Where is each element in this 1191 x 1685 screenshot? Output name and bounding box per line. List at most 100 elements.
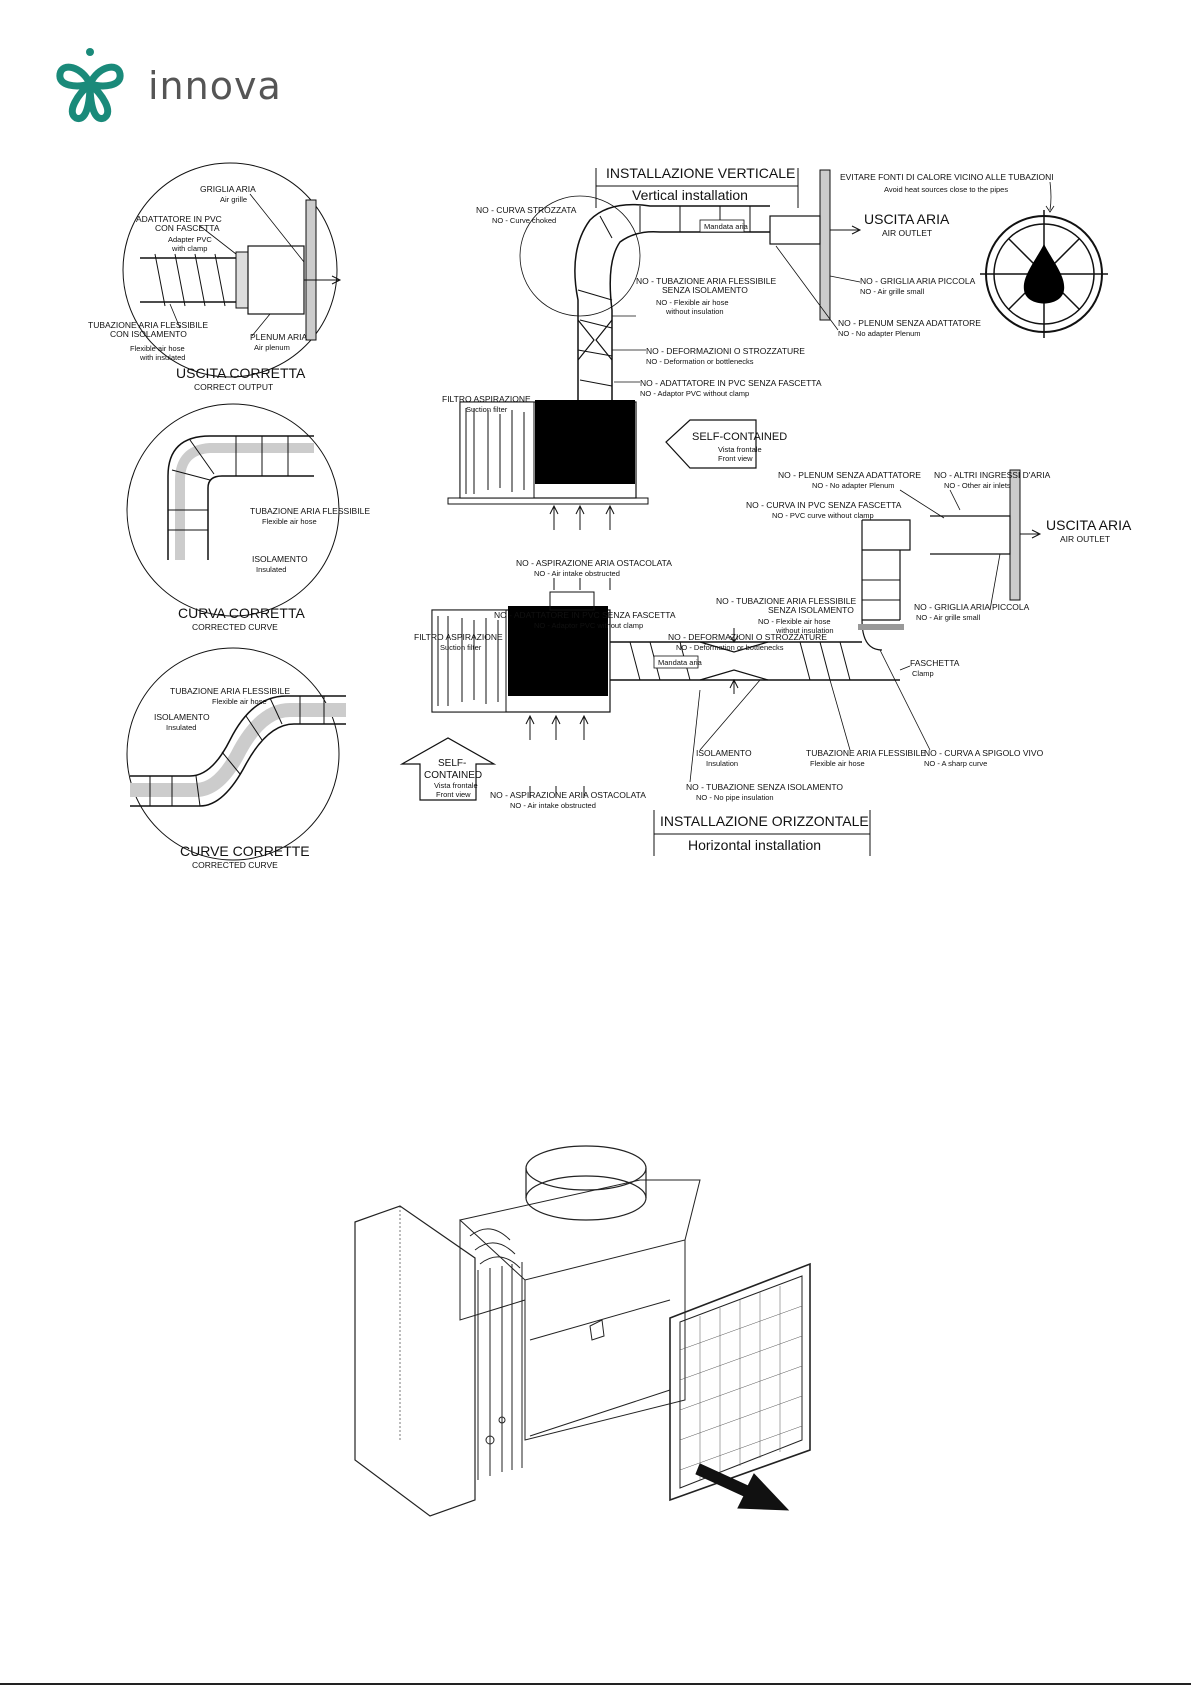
- horizontal-hose-tag: Mandata aria: [658, 658, 703, 667]
- note-intake-obstructed-en: NO - Air intake obstructed: [534, 569, 620, 578]
- panel-corrected-curves: TUBAZIONE ARIA FLESSIBILE Flexible air h…: [126, 647, 346, 870]
- note-h-hose-en: Flexible air hose: [810, 759, 865, 768]
- note-h-pvc-curve-en: NO - PVC curve without clamp: [772, 511, 874, 520]
- note-h-pipe-insulation-it: NO - TUBAZIONE SENZA ISOLAMENTO: [686, 782, 843, 792]
- label-adapter-en: Adapter PVC: [168, 235, 212, 244]
- label-hose-it: TUBAZIONE ARIA FLESSIBILE: [250, 506, 370, 516]
- page-bottom-rule: [0, 1683, 1191, 1685]
- note-small-grille-en: NO - Air grille small: [860, 287, 925, 296]
- heat-warning-en: Avoid heat sources close to the pipes: [884, 185, 1008, 194]
- note-h-no-insulation-it: NO - TUBAZIONE ARIA FLESSIBILE: [716, 596, 856, 606]
- panel-title: CURVA CORRETTA: [178, 605, 305, 621]
- note-no-adapter-en: NO - No adapter Plenum: [838, 329, 921, 338]
- note-h-hose-it: TUBAZIONE ARIA FLESSIBILE: [806, 748, 926, 758]
- note-h-pvc-curve-it: NO - CURVA IN PVC SENZA FASCETTA: [746, 500, 902, 510]
- unit-filter-removal-illustration: [354, 1145, 811, 1517]
- label-plenum-en: Air plenum: [254, 343, 290, 352]
- vertical-outlet-it: USCITA ARIA: [864, 211, 950, 227]
- note-h-no-insulation-en2: without insulation: [775, 626, 834, 635]
- note-h-clamp-it: FASCHETTA: [910, 658, 960, 668]
- filter-panel: [669, 1262, 811, 1502]
- panel-correct-output: GRIGLIA ARIA Air grille ADATTATORE IN PV…: [88, 162, 342, 392]
- horizontal-front-en: Front view: [436, 790, 471, 799]
- note-suction-filter-en: Suction filter: [466, 405, 508, 414]
- label-insulation-it: ISOLAMENTO: [252, 554, 308, 564]
- note-h-no-insulation-en: NO - Flexible air hose: [758, 617, 831, 626]
- note-h-other-inlets-it: NO - ALTRI INGRESSI D'ARIA: [934, 470, 1051, 480]
- note-h-sharp-curve-it: NO - CURVA A SPIGOLO VIVO: [924, 748, 1044, 758]
- note-small-grille-it: NO - GRIGLIA ARIA PICCOLA: [860, 276, 976, 286]
- note-h-deformation-en: NO - Deformation or bottlenecks: [676, 643, 784, 652]
- note-adaptor-clamp-it: NO - ADATTATORE IN PVC SENZA FASCETTA: [640, 378, 822, 388]
- label-adapter-en2: with clamp: [171, 244, 207, 253]
- note-h-adaptor-clamp-it: NO - ADATTATORE IN PVC SENZA FASCETTA: [494, 610, 676, 620]
- panel-subtitle: CORRECTED CURVE: [192, 860, 278, 870]
- horizontal-installation: USCITA ARIA AIR OUTLET Mandata aria SELF…: [399, 469, 1132, 856]
- note-h-clamp-en: Clamp: [912, 669, 934, 678]
- label-air-grille-it: GRIGLIA ARIA: [200, 184, 256, 194]
- note-no-adapter-it: NO - PLENUM SENZA ADATTATORE: [838, 318, 981, 328]
- pull-direction-arrow-icon: [695, 1463, 790, 1511]
- panel-subtitle: CORRECTED CURVE: [192, 622, 278, 632]
- note-h-no-adapter-en: NO - No adapter Plenum: [812, 481, 895, 490]
- label-plenum-it: PLENUM ARIA: [250, 332, 307, 342]
- label-hose-it: TUBAZIONE ARIA FLESSIBILE: [88, 320, 208, 330]
- note-adaptor-clamp-en: NO - Adaptor PVC without clamp: [640, 389, 749, 398]
- label-hose-en: Flexible air hose: [262, 517, 317, 526]
- horizontal-self-2: CONTAINED: [424, 770, 482, 781]
- vertical-title: INSTALLAZIONE VERTICALE: [606, 165, 795, 181]
- note-h-insulation-en: Insulation: [706, 759, 738, 768]
- horizontal-front-it: Vista frontale: [434, 781, 478, 790]
- note-deformation-it: NO - DEFORMAZIONI O STROZZATURE: [646, 346, 805, 356]
- note-h-intake-en: NO - Air intake obstructed: [510, 801, 596, 810]
- horizontal-self-1: SELF-: [438, 758, 466, 769]
- label-insulation-en: Insulated: [166, 723, 196, 732]
- label-hose-it2: CON ISOLAMENTO: [110, 329, 187, 339]
- note-h-no-adapter-it: NO - PLENUM SENZA ADATTATORE: [778, 470, 921, 480]
- note-no-insulation-en2: without insulation: [665, 307, 724, 316]
- vertical-subtitle: Vertical installation: [632, 187, 748, 203]
- horizontal-subtitle: Horizontal installation: [688, 837, 821, 853]
- label-hose-en2: with insulated: [139, 353, 185, 362]
- no-heat-icon: [980, 210, 1108, 338]
- note-h-suction-filter-en: Suction filter: [440, 643, 482, 652]
- note-h-no-insulation-it2: SENZA ISOLAMENTO: [768, 605, 854, 615]
- panel-title: CURVE CORRETTE: [180, 843, 310, 859]
- label-hose-en: Flexible air hose: [212, 697, 267, 706]
- note-suction-filter-it: FILTRO ASPIRAZIONE: [442, 394, 531, 404]
- note-h-intake-it: NO - ASPIRAZIONE ARIA OSTACOLATA: [490, 790, 646, 800]
- label-insulation-it: ISOLAMENTO: [154, 712, 210, 722]
- note-no-insulation-it2: SENZA ISOLAMENTO: [662, 285, 748, 295]
- note-h-adaptor-clamp-en: NO - Adaptor PVC without clamp: [534, 621, 643, 630]
- note-no-insulation-en: NO - Flexible air hose: [656, 298, 729, 307]
- brand-logo-icon: [56, 48, 124, 122]
- panel-corrected-curve: TUBAZIONE ARIA FLESSIBILE Flexible air h…: [126, 403, 370, 632]
- vertical-outlet-en: AIR OUTLET: [882, 228, 932, 238]
- note-h-pipe-insulation-en: NO - No pipe insulation: [696, 793, 774, 802]
- panel-title: USCITA CORRETTA: [176, 365, 306, 381]
- label-adapter-it2: CON FASCETTA: [155, 223, 220, 233]
- note-curve-choked-it: NO - CURVA STROZZATA: [476, 205, 577, 215]
- note-h-deformation-it-vis: NO - DEFORMAZIONI O STROZZATURE: [668, 632, 827, 642]
- note-h-insulation-it: ISOLAMENTO: [696, 748, 752, 758]
- note-h-other-inlets-en: NO - Other air inlets: [944, 481, 1011, 490]
- label-hose-en: Flexible air hose: [130, 344, 185, 353]
- horizontal-title: INSTALLAZIONE ORIZZONTALE: [660, 813, 869, 829]
- heat-warning-it: EVITARE FONTI DI CALORE VICINO ALLE TUBA…: [840, 172, 1054, 182]
- installation-diagram: GRIGLIA ARIA Air grille ADATTATORE IN PV…: [88, 162, 1132, 870]
- note-intake-obstructed-it: NO - ASPIRAZIONE ARIA OSTACOLATA: [516, 558, 672, 568]
- brand-name: innova: [148, 64, 282, 108]
- panel-subtitle: CORRECT OUTPUT: [194, 382, 273, 392]
- note-no-insulation-it: NO - TUBAZIONE ARIA FLESSIBILE: [636, 276, 776, 286]
- note-h-small-grille-it: NO - GRIGLIA ARIA PICCOLA: [914, 602, 1030, 612]
- label-insulation-en: Insulated: [256, 565, 286, 574]
- label-air-grille-en: Air grille: [220, 195, 247, 204]
- label-hose-it: TUBAZIONE ARIA FLESSIBILE: [170, 686, 290, 696]
- note-curve-choked-en: NO - Curve choked: [492, 216, 556, 225]
- vertical-front-en: Front view: [718, 454, 753, 463]
- vertical-front-it: Vista frontale: [718, 445, 762, 454]
- note-deformation-en: NO - Deformation or bottlenecks: [646, 357, 754, 366]
- horizontal-outlet-en: AIR OUTLET: [1060, 534, 1110, 544]
- note-h-sharp-curve-en: NO - A sharp curve: [924, 759, 987, 768]
- horizontal-outlet-it: USCITA ARIA: [1046, 517, 1132, 533]
